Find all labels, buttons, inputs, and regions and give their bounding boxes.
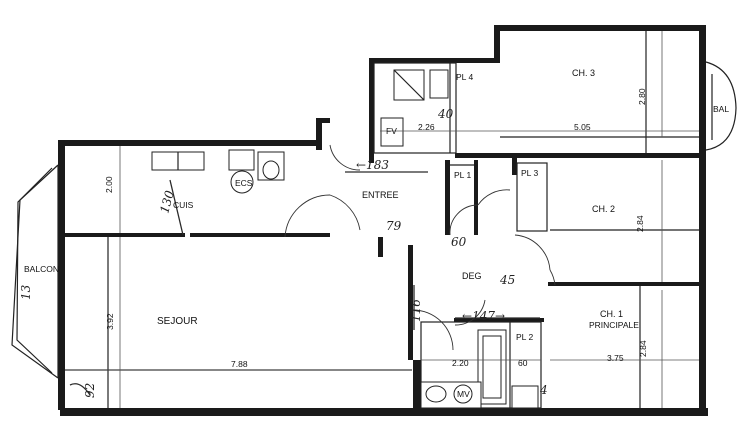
- handwritten-marks: [69, 171, 540, 396]
- handwritten-147: ←147→: [462, 309, 505, 323]
- handwritten-92: 92: [83, 383, 97, 398]
- exterior-walls: [58, 25, 708, 416]
- fixture-label-ecs: ECS: [235, 178, 253, 188]
- dim-cuisine-height: 2.00: [104, 176, 114, 193]
- dim-bath-width: 2.20: [452, 358, 469, 368]
- dim-ch1-height: 2.84: [638, 340, 648, 357]
- fixtures: [151, 69, 539, 409]
- handwritten-4: 4: [539, 383, 548, 397]
- room-label-bal: BAL: [713, 104, 729, 114]
- handwritten-60: 60: [451, 235, 467, 249]
- dim-ch3-height: 2.80: [637, 88, 647, 105]
- dim-ch3-width: 5.05: [574, 122, 591, 132]
- room-label-ch1-principale: PRINCIPALE: [589, 320, 639, 330]
- room-label-balcon: BALCON: [24, 264, 59, 274]
- handwritten-79: 79: [386, 219, 402, 233]
- interior-lines: [65, 31, 700, 409]
- fixture-label-mv: MV: [457, 389, 470, 399]
- room-label-cuis: CUIS: [173, 200, 194, 210]
- handwritten-13: 13: [19, 284, 33, 300]
- handwritten-130: 130: [157, 189, 177, 215]
- dimension-lines: [65, 31, 699, 408]
- room-label-ch2: CH. 2: [592, 204, 615, 214]
- handwritten-116: 116: [409, 299, 423, 322]
- dim-bath-60: 60: [518, 358, 528, 368]
- room-label-pl3: PL 3: [521, 168, 538, 178]
- room-label-pl4: PL 4: [456, 72, 473, 82]
- room-label-pl2: PL 2: [516, 332, 533, 342]
- handwritten-40: 40: [437, 107, 454, 121]
- room-label-pl1: PL 1: [454, 170, 471, 180]
- dim-ch2-height: 2.84: [635, 215, 645, 232]
- balcony-bay: [11, 164, 59, 379]
- room-label-ch1: CH. 1: [600, 309, 623, 319]
- room-label-sejour: SEJOUR: [157, 316, 198, 327]
- dim-sejour-height: 3.92: [105, 313, 115, 330]
- dim-ch1-width: 3.75: [607, 353, 624, 363]
- dim-226: 2.26: [418, 122, 435, 132]
- handwritten-45: 45: [499, 273, 515, 287]
- dim-sejour-width: 7.88: [231, 359, 248, 369]
- handwritten-183: ←183: [356, 158, 389, 172]
- room-label-entree: ENTREE: [362, 190, 399, 200]
- room-label-ch3: CH. 3: [572, 68, 595, 78]
- fixture-label-fv: FV: [386, 126, 397, 136]
- balcony-bal: [705, 61, 737, 151]
- room-label-deg: DEG: [462, 271, 482, 281]
